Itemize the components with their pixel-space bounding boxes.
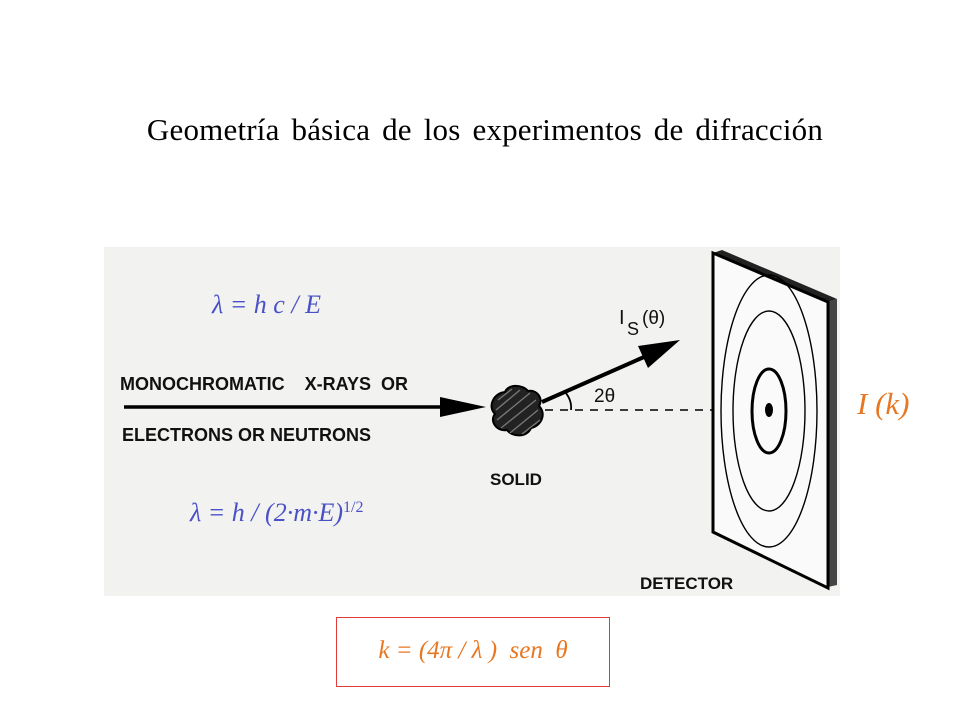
scattered-intensity-label-sub: S bbox=[627, 319, 639, 339]
solid-sample-hatching bbox=[495, 388, 541, 435]
detector-label: DETECTOR bbox=[640, 574, 733, 593]
beam-label-line2: ELECTRONS OR NEUTRONS bbox=[122, 425, 371, 445]
wavevector-formula: k = (4π / λ ) sen θ bbox=[378, 637, 568, 664]
solid-label: SOLID bbox=[490, 470, 542, 489]
scattered-intensity-label-I: I bbox=[619, 307, 625, 329]
particle-wavelength-base: λ = h / (2·m·E) bbox=[190, 498, 344, 527]
scattered-beam-arrowhead bbox=[638, 340, 680, 368]
incident-beam-arrowhead bbox=[440, 397, 486, 417]
detector-plate bbox=[711, 250, 830, 591]
angle-label: 2θ bbox=[594, 386, 615, 407]
slide-title: Geometría básica de los experimentos de … bbox=[146, 112, 824, 147]
scattering-angle-arc bbox=[564, 391, 573, 411]
scattered-beam-line bbox=[541, 355, 645, 404]
particle-wavelength-exponent: 1/2 bbox=[343, 499, 364, 516]
intensity-function-label: I (k) bbox=[857, 386, 910, 421]
diffraction-ring-outer bbox=[720, 274, 818, 548]
wavevector-formula-box: k = (4π / λ ) sen θ bbox=[336, 617, 610, 687]
beam-label-line1: MONOCHROMATIC X-RAYS OR bbox=[120, 374, 408, 394]
solid-sample-blob bbox=[490, 384, 544, 437]
diffraction-center-spot bbox=[765, 403, 773, 417]
particle-wavelength-equation: λ = h / (2·m·E)1/2 bbox=[190, 498, 363, 528]
photon-wavelength-equation: λ = h c / E bbox=[212, 290, 321, 319]
diffraction-ring-middle bbox=[732, 310, 806, 512]
detector-plate-side bbox=[828, 299, 837, 587]
diffraction-ring-inner bbox=[750, 367, 788, 455]
scattered-intensity-label-arg: (θ) bbox=[642, 308, 665, 329]
